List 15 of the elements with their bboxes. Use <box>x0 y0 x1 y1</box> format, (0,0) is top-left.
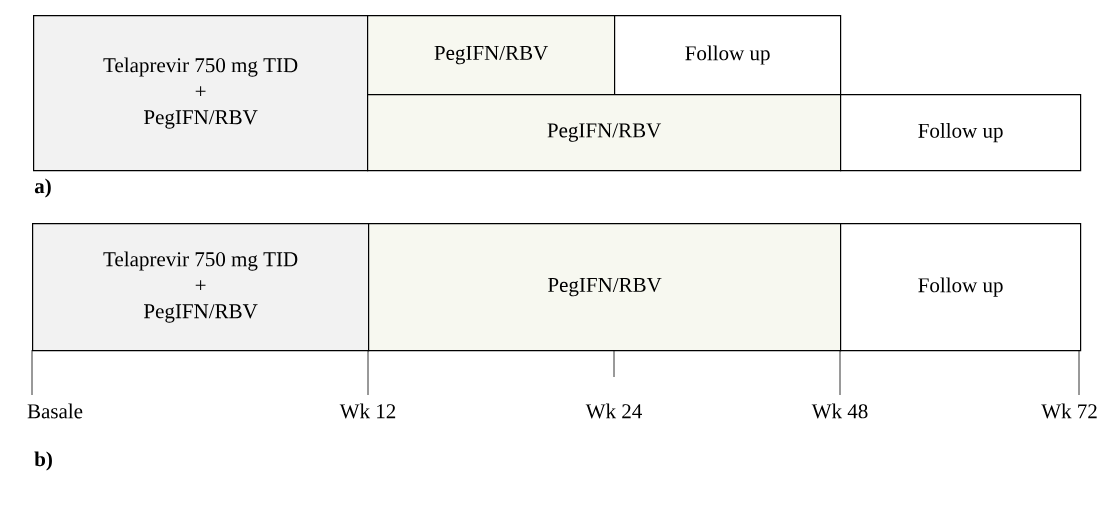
panel-label: a) <box>34 178 51 198</box>
tick-label: Wk 72 <box>1041 403 1097 419</box>
phase-box: Follow up <box>840 223 1082 352</box>
tick-label: Wk 24 <box>585 403 642 419</box>
phase-box: PegIFN/RBV <box>367 94 842 172</box>
panel-label: b) <box>34 451 52 471</box>
phase-box: PegIFN/RBV <box>368 223 842 352</box>
tick-label: Basale <box>27 403 83 419</box>
phase-box: Follow up <box>840 94 1082 172</box>
tick-label: Wk 48 <box>811 403 868 419</box>
phase-box: PegIFN/RBV <box>367 15 616 96</box>
tick-label: Wk 12 <box>339 403 396 419</box>
phase-box: Follow up <box>614 15 842 96</box>
phase-box: Telaprevir 750 mg TID + PegIFN/RBV <box>32 223 370 352</box>
phase-box: Telaprevir 750 mg TID + PegIFN/RBV <box>33 15 369 172</box>
